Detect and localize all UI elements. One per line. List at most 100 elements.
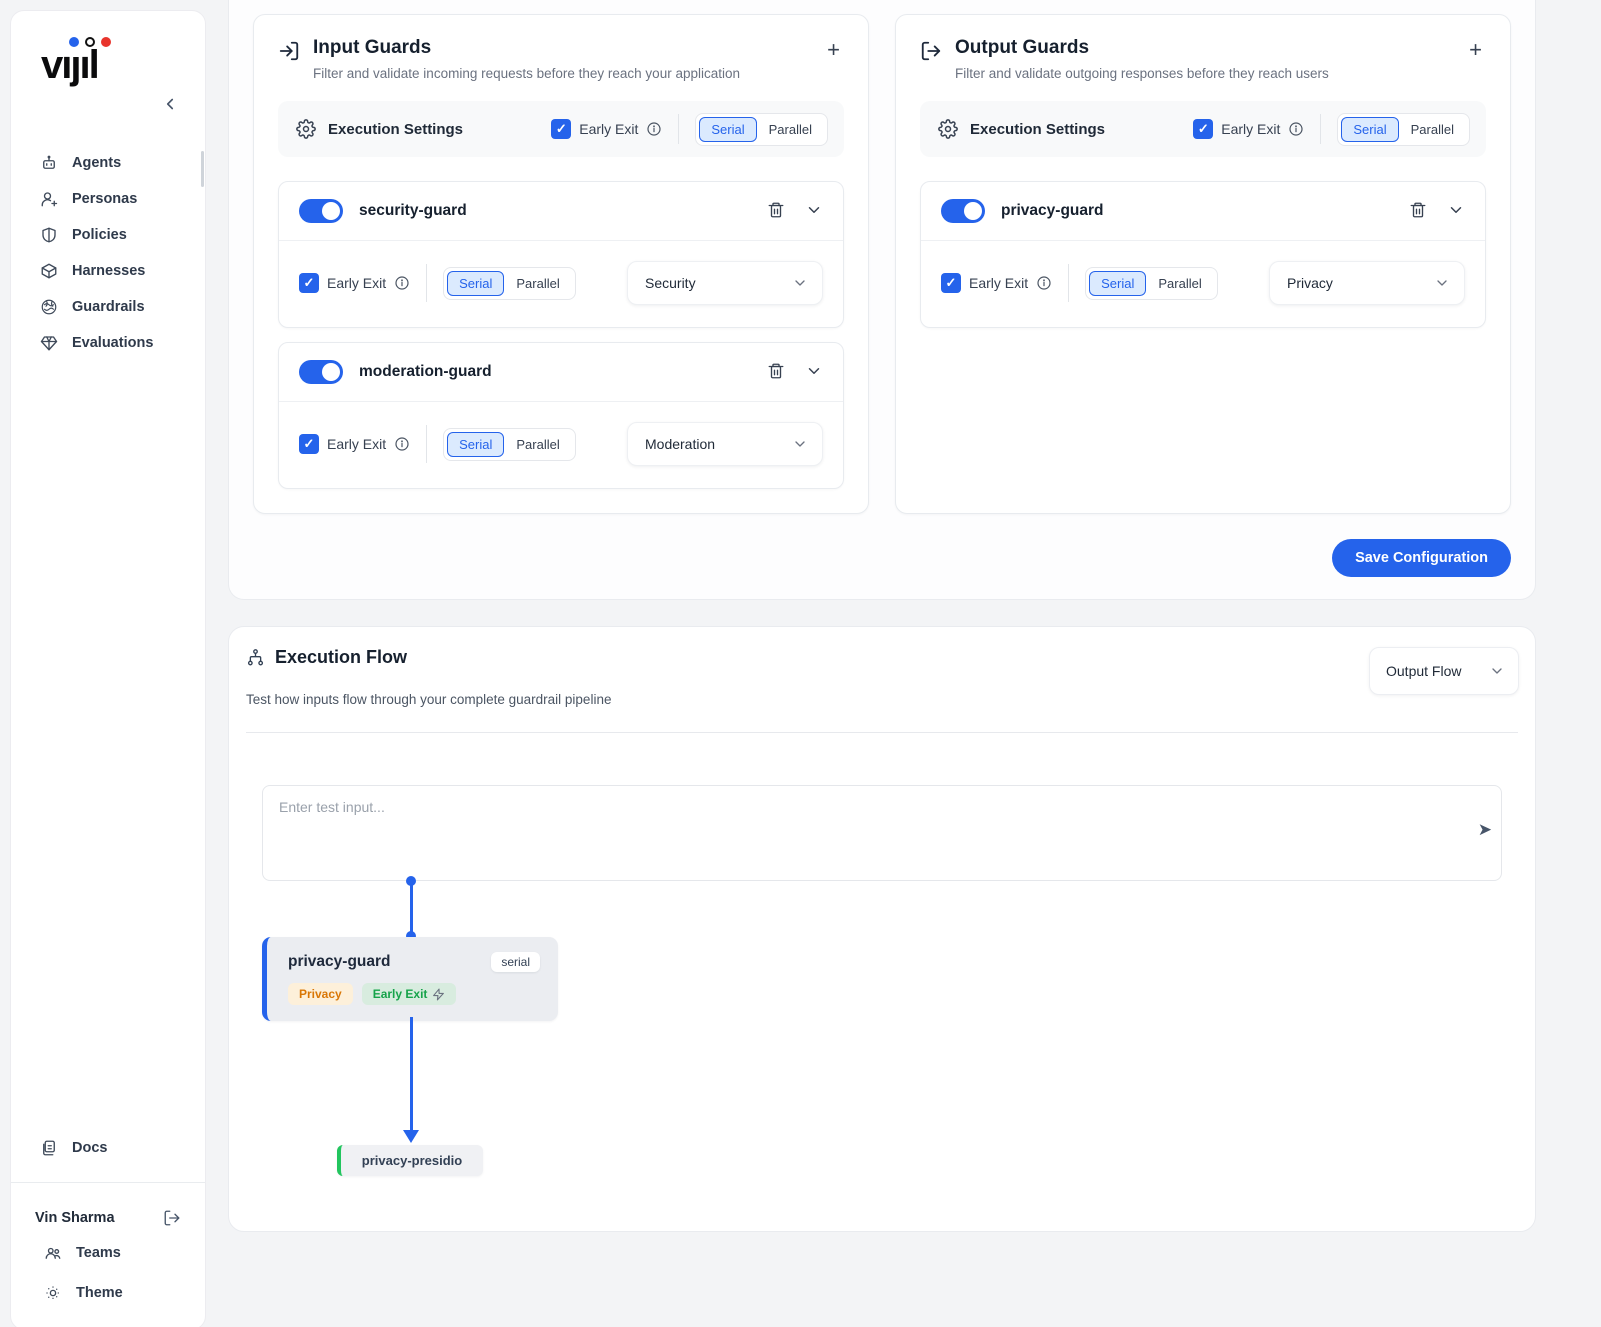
- parallel-option[interactable]: Parallel: [504, 432, 571, 457]
- execution-flow-title: Execution Flow: [275, 647, 408, 667]
- panel-subtitle: Filter and validate outgoing responses b…: [955, 66, 1329, 81]
- package-icon: [41, 263, 57, 279]
- expand-guard-button[interactable]: [805, 201, 823, 222]
- early-exit-checkbox[interactable]: ✓: [941, 273, 961, 293]
- guards-config-card: Input Guards Filter and validate incomin…: [228, 0, 1536, 600]
- parallel-option[interactable]: Parallel: [1399, 117, 1466, 142]
- sidebar-item-docs[interactable]: Docs: [11, 1130, 205, 1166]
- guard-card-security: security-guard ✓ Early Exit: [278, 181, 844, 328]
- parallel-option[interactable]: Parallel: [504, 271, 571, 296]
- sidebar-item-guardrails[interactable]: Guardrails: [11, 289, 205, 325]
- parallel-option[interactable]: Parallel: [757, 117, 824, 142]
- early-exit-label: Early Exit: [969, 275, 1029, 291]
- sidebar-item-policies[interactable]: Policies: [11, 217, 205, 253]
- logout-icon[interactable]: [163, 1209, 181, 1227]
- delete-guard-button[interactable]: [767, 201, 785, 222]
- sidebar-scrollbar[interactable]: [201, 151, 204, 187]
- output-guards-panel: Output Guards Filter and validate outgoi…: [895, 14, 1511, 514]
- logo-dot-open: [85, 37, 95, 47]
- category-dropdown[interactable]: Privacy: [1269, 261, 1465, 305]
- trash-icon: [1410, 202, 1426, 217]
- guard-enabled-toggle[interactable]: [299, 360, 343, 384]
- serial-parallel-toggle: Serial Parallel: [1085, 266, 1218, 300]
- theme-sun-icon: [46, 1286, 60, 1300]
- lightning-icon: [433, 988, 445, 1000]
- flow-canvas-area: ➤ privacy-guard serial Privacy Early Exi…: [229, 733, 1535, 1231]
- early-exit-badge: Early Exit: [361, 983, 457, 1005]
- serial-parallel-toggle: Serial Parallel: [443, 427, 576, 461]
- add-output-guard-button[interactable]: +: [1465, 37, 1486, 63]
- category-dropdown[interactable]: Security: [627, 261, 823, 305]
- category-value: Privacy: [1287, 275, 1333, 291]
- serial-option[interactable]: Serial: [1089, 270, 1147, 296]
- flow-direction-value: Output Flow: [1386, 663, 1462, 679]
- sidebar-item-harnesses[interactable]: Harnesses: [11, 253, 205, 289]
- trash-icon: [768, 363, 784, 378]
- user-row: Vin Sharma: [11, 1203, 205, 1233]
- serial-option[interactable]: Serial: [447, 431, 505, 457]
- delete-guard-button[interactable]: [1409, 201, 1427, 222]
- flow-direction-dropdown[interactable]: Output Flow: [1369, 647, 1519, 695]
- sidebar-item-teams[interactable]: Teams: [11, 1233, 205, 1273]
- check-icon: ✓: [303, 275, 315, 290]
- gear-icon: [938, 119, 958, 139]
- sidebar-divider: [11, 1182, 205, 1183]
- sidebar-item-personas[interactable]: Personas: [11, 181, 205, 217]
- expand-guard-button[interactable]: [805, 362, 823, 383]
- sidebar-item-label: Harnesses: [72, 263, 146, 279]
- info-icon[interactable]: [1036, 275, 1052, 291]
- info-icon[interactable]: [394, 436, 410, 452]
- add-input-guard-button[interactable]: +: [823, 37, 844, 63]
- serial-option[interactable]: Serial: [699, 116, 757, 142]
- early-exit-checkbox[interactable]: ✓: [299, 273, 319, 293]
- flow-node-privacy-presidio[interactable]: privacy-presidio: [337, 1145, 483, 1176]
- sidebar-item-theme[interactable]: Theme: [11, 1273, 205, 1313]
- send-icon[interactable]: ➤: [1477, 820, 1492, 839]
- early-exit-label: Early Exit: [1221, 121, 1281, 137]
- input-guards-panel: Input Guards Filter and validate incomin…: [253, 14, 869, 514]
- info-icon[interactable]: [646, 121, 662, 137]
- info-icon[interactable]: [1288, 121, 1304, 137]
- sidebar-item-label: Guardrails: [72, 299, 145, 315]
- docs-icon: [43, 1140, 55, 1156]
- flow-divider: [246, 732, 1518, 733]
- check-icon: ✓: [555, 121, 567, 136]
- expand-guard-button[interactable]: [1447, 201, 1465, 222]
- sidebar-nav: Agents Personas Policies Harnesses Guard…: [11, 123, 205, 361]
- early-exit-checkbox[interactable]: ✓: [1193, 119, 1214, 139]
- category-value: Security: [645, 275, 696, 291]
- category-dropdown[interactable]: Moderation: [627, 422, 823, 466]
- chevron-down-icon: [1492, 668, 1502, 674]
- sidebar-item-agents[interactable]: Agents: [11, 145, 205, 181]
- collapse-sidebar-icon[interactable]: [161, 95, 179, 113]
- info-icon[interactable]: [394, 275, 410, 291]
- test-input[interactable]: [262, 785, 1502, 881]
- sidebar-item-evaluations[interactable]: Evaluations: [11, 325, 205, 361]
- execution-flow-subtitle: Test how inputs flow through your comple…: [246, 692, 612, 707]
- check-icon: ✓: [303, 436, 315, 451]
- parallel-option[interactable]: Parallel: [1146, 271, 1213, 296]
- guard-enabled-toggle[interactable]: [941, 199, 985, 223]
- toggle-knob: [964, 202, 982, 220]
- category-value: Moderation: [645, 436, 716, 452]
- footer-item-label: Teams: [76, 1245, 121, 1261]
- save-configuration-button[interactable]: Save Configuration: [1332, 539, 1511, 577]
- flow-node-privacy-guard[interactable]: privacy-guard serial Privacy Early Exit: [262, 937, 558, 1021]
- flow-node-name: privacy-presidio: [361, 1153, 463, 1168]
- chevron-down-icon: [1437, 280, 1447, 286]
- serial-option[interactable]: Serial: [1341, 116, 1399, 142]
- early-exit-checkbox[interactable]: ✓: [299, 434, 319, 454]
- user-plus-icon: [41, 192, 58, 207]
- flow-connector-dot: [406, 931, 416, 941]
- chevron-down-icon: [1450, 206, 1462, 213]
- early-exit-checkbox[interactable]: ✓: [551, 119, 572, 139]
- input-guards-icon: [279, 41, 299, 61]
- delete-guard-button[interactable]: [767, 362, 785, 383]
- sidebar-item-label: Policies: [72, 227, 127, 243]
- logo: vıȷıl: [11, 11, 205, 87]
- execution-settings-row: Execution Settings ✓ Early Exit Serial P…: [278, 101, 844, 157]
- execution-settings-row: Execution Settings ✓ Early Exit Serial P…: [920, 101, 1486, 157]
- early-exit-label: Early Exit: [327, 436, 387, 452]
- guard-enabled-toggle[interactable]: [299, 199, 343, 223]
- serial-option[interactable]: Serial: [447, 270, 505, 296]
